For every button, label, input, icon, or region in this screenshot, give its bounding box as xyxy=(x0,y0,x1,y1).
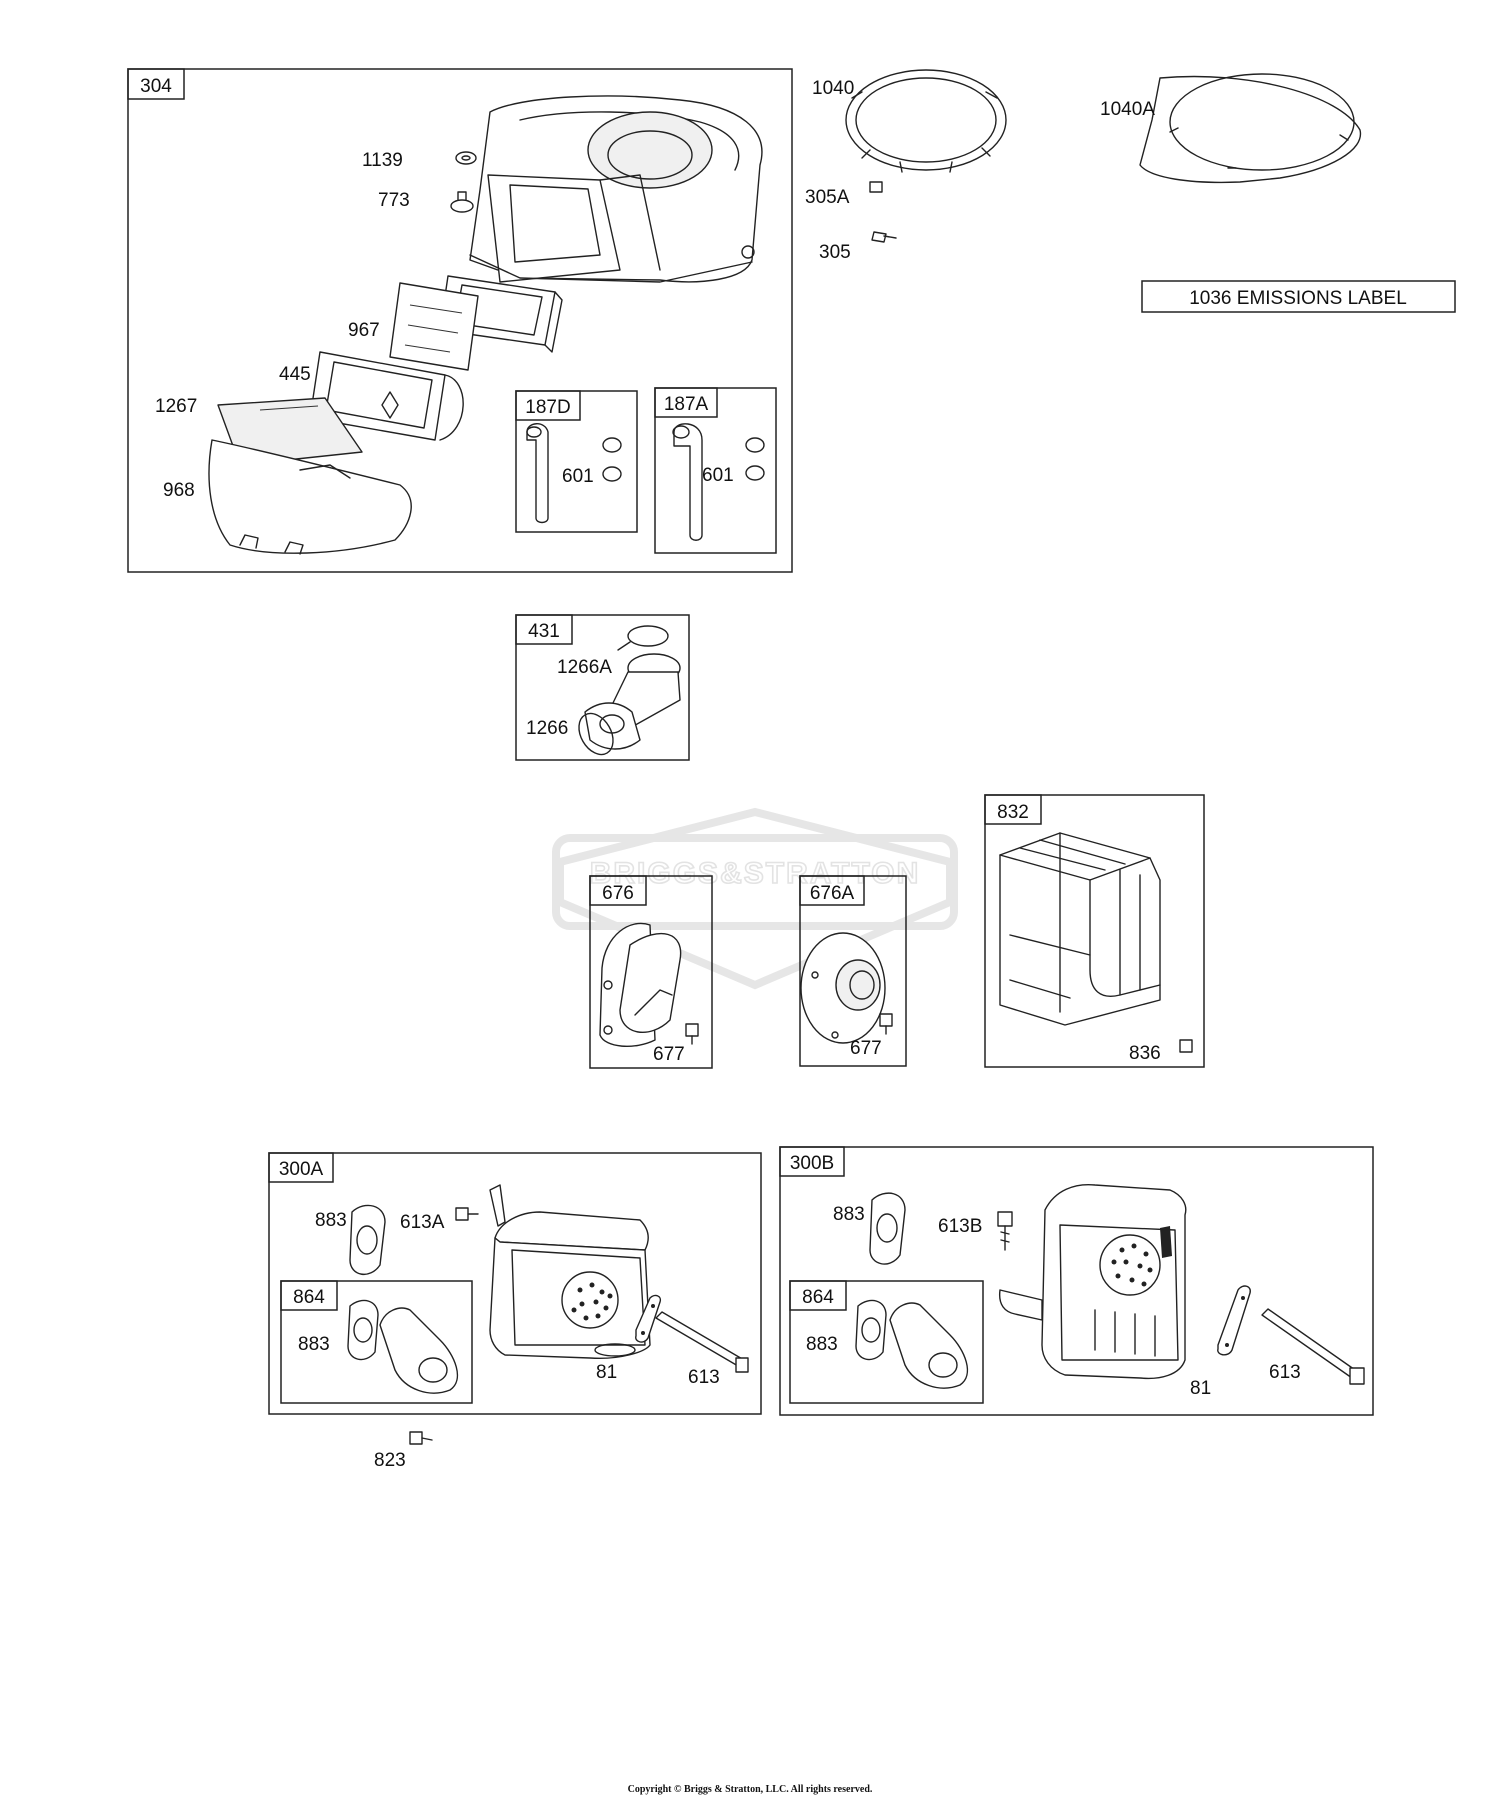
guard-832-drawing xyxy=(999,832,1161,1026)
group-300B: 300B 883 613B xyxy=(779,1146,1374,1416)
group-300B-label: 300B xyxy=(790,1153,834,1174)
group-676-label: 676 xyxy=(602,883,634,904)
group-187D-label: 187D xyxy=(525,397,570,418)
screw-305-drawing xyxy=(871,231,897,243)
group-864b-label: 864 xyxy=(802,1287,834,1308)
tube-187D-drawing xyxy=(526,423,549,524)
part-823-label: 823 xyxy=(374,1450,406,1471)
part-883-label-a: 883 xyxy=(315,1210,347,1231)
washer-1139-hole xyxy=(461,155,471,161)
emissions-label-box xyxy=(1141,280,1456,313)
screw-613A-drawing xyxy=(455,1207,479,1221)
part-968-label: 968 xyxy=(163,480,195,501)
part-883-label-b: 883 xyxy=(298,1334,330,1355)
group-431: 431 1266A 1266 xyxy=(515,614,690,761)
gasket-883a-drawing xyxy=(349,1204,386,1275)
part-601-label-b: 601 xyxy=(702,465,734,486)
group-676A: 676A 677 xyxy=(799,875,907,1067)
group-304-label: 304 xyxy=(140,76,172,97)
intake-elbow-drawing xyxy=(584,653,681,750)
clamp-601-pair-b-drawing xyxy=(745,437,765,481)
part-601-label-a: 601 xyxy=(562,466,594,487)
washer-1139-drawing xyxy=(455,151,477,165)
part-445-label: 445 xyxy=(279,364,311,385)
screen-1040A-drawing xyxy=(1139,73,1362,184)
group-864a: 864 883 xyxy=(280,1280,473,1404)
filter-445-drawing xyxy=(309,351,464,441)
group-187A-label: 187A xyxy=(664,394,709,415)
screw-823-drawing xyxy=(409,1431,433,1445)
group-300A: 300A 883 613A xyxy=(268,1152,762,1415)
group-864b: 864 883 xyxy=(789,1280,984,1404)
bracket-81b-drawing xyxy=(1217,1285,1251,1356)
part-1040-label: 1040 xyxy=(812,78,854,99)
part-81-label-a: 81 xyxy=(596,1362,617,1383)
muffler-300A-drawing xyxy=(489,1184,651,1360)
part-1266A-label: 1266A xyxy=(557,657,612,678)
decal-967-drawing xyxy=(389,282,479,371)
blower-housing-drawing xyxy=(469,95,763,283)
group-864a-label: 864 xyxy=(293,1287,325,1308)
group-187A: 187A 601 xyxy=(654,387,777,554)
clamp-601-pair-a-drawing xyxy=(602,437,622,482)
gasket-883d-drawing xyxy=(855,1299,887,1361)
screw-677b-drawing xyxy=(879,1013,893,1035)
part-836-label: 836 xyxy=(1129,1043,1161,1064)
screw-305A-drawing xyxy=(869,181,883,193)
bolt-613a-drawing xyxy=(655,1311,749,1373)
o-ring-1266-drawing xyxy=(578,712,614,756)
group-304: 304 1139 773 643 xyxy=(127,68,793,573)
group-832-label: 832 xyxy=(997,802,1029,823)
part-613-label-a: 613 xyxy=(688,1367,720,1388)
screw-677a-drawing xyxy=(685,1023,699,1045)
gasket-883c-drawing xyxy=(869,1192,906,1265)
tube-187A-drawing xyxy=(672,423,703,541)
adapter-864b-drawing xyxy=(889,1302,969,1389)
group-300A-label: 300A xyxy=(279,1159,324,1180)
deflector-676-drawing xyxy=(599,922,682,1048)
group-676: 676 677 xyxy=(589,875,713,1069)
adapter-864a-drawing xyxy=(379,1307,459,1394)
part-613B-label: 613B xyxy=(938,1216,982,1237)
group-832: 832 836 xyxy=(984,794,1205,1068)
part-1267-label: 1267 xyxy=(155,396,197,417)
part-81-label-b: 81 xyxy=(1190,1378,1211,1399)
part-967-label: 967 xyxy=(348,320,380,341)
o-ring-1266A-drawing xyxy=(627,625,669,647)
rotating-screen-1040-drawing xyxy=(845,69,1007,173)
screw-613B-drawing xyxy=(997,1211,1013,1251)
leader-1266A xyxy=(617,641,631,651)
bolt-613b-drawing xyxy=(1261,1308,1365,1385)
part-1266-label: 1266 xyxy=(526,718,568,739)
gasket-883b-drawing xyxy=(347,1299,379,1361)
muffler-300B-drawing xyxy=(998,1183,1187,1380)
part-883-label-d: 883 xyxy=(806,1334,838,1355)
part-305A-label: 305A xyxy=(805,187,850,208)
bracket-81a-drawing xyxy=(635,1294,662,1343)
group-676A-label: 676A xyxy=(810,883,855,904)
part-883-label-c: 883 xyxy=(833,1204,865,1225)
part-1040A-label: 1040A xyxy=(1100,99,1155,120)
emissions-label-text: 1036 EMISSIONS LABEL xyxy=(1189,288,1407,309)
group-431-label: 431 xyxy=(528,621,560,642)
deflector-676A-drawing xyxy=(800,932,886,1044)
part-613A-label: 613A xyxy=(400,1212,445,1233)
part-677-label-b: 677 xyxy=(850,1038,882,1059)
part-613-label-b: 613 xyxy=(1269,1362,1301,1383)
part-677-label-a: 677 xyxy=(653,1044,685,1065)
screw-773-drawing xyxy=(450,191,474,213)
group-187D: 187D 601 xyxy=(515,390,638,533)
cover-968-drawing xyxy=(208,439,412,555)
watermark-text: BRIGGS&STRATTON xyxy=(590,857,921,890)
part-305-label: 305 xyxy=(819,242,851,263)
screw-836-drawing xyxy=(1179,1039,1193,1053)
part-1139-label: 1139 xyxy=(362,150,403,171)
copyright-footer: Copyright © Briggs & Stratton, LLC. All … xyxy=(628,1784,873,1795)
part-773-label: 773 xyxy=(378,190,410,211)
